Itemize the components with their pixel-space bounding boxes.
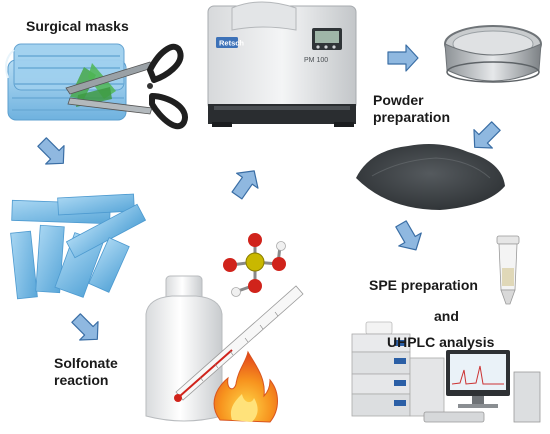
label-powder-line2: preparation [373,109,451,125]
label-and: and [434,308,459,324]
label-solfonate-line2: reaction [54,372,109,388]
label-spe-preparation: SPE preparation [369,277,478,293]
molecule-icon [223,233,286,297]
flame-icon [213,350,278,423]
thermometer-icon [174,285,304,402]
flow-arrows [37,44,501,341]
uhplc-instrument-image [351,321,541,423]
arrow-mill-to-sieve [387,44,419,72]
spe-cartridge-image [496,235,520,305]
arrow-powder-to-spe [395,220,422,251]
label-solfonate-line1: Solfonate [54,355,118,371]
reagent-bottle-image [145,275,223,422]
powder-pile-image [356,144,505,210]
mill-brand: Retsch [219,39,244,48]
sieve-image [444,25,542,83]
arrow-reaction-to-mill [231,170,259,200]
mask-strips-image [10,193,147,300]
label-surgical-masks: Surgical masks [26,18,129,34]
mill-model: PM 100 [304,57,328,64]
label-uhplc-analysis: UHPLC analysis [387,334,495,350]
label-powder-preparation: Powder preparation [373,92,450,126]
arrow-masks-to-strips [37,137,65,165]
ball-mill-image: Retsch PM 100 [207,1,357,127]
label-solfonate-reaction: Solfonate reaction [54,355,118,389]
arrow-sieve-to-powder [473,121,501,149]
arrow-strips-to-reaction [71,313,99,341]
label-powder-line1: Powder [373,92,424,108]
scissors-icon [65,43,188,130]
